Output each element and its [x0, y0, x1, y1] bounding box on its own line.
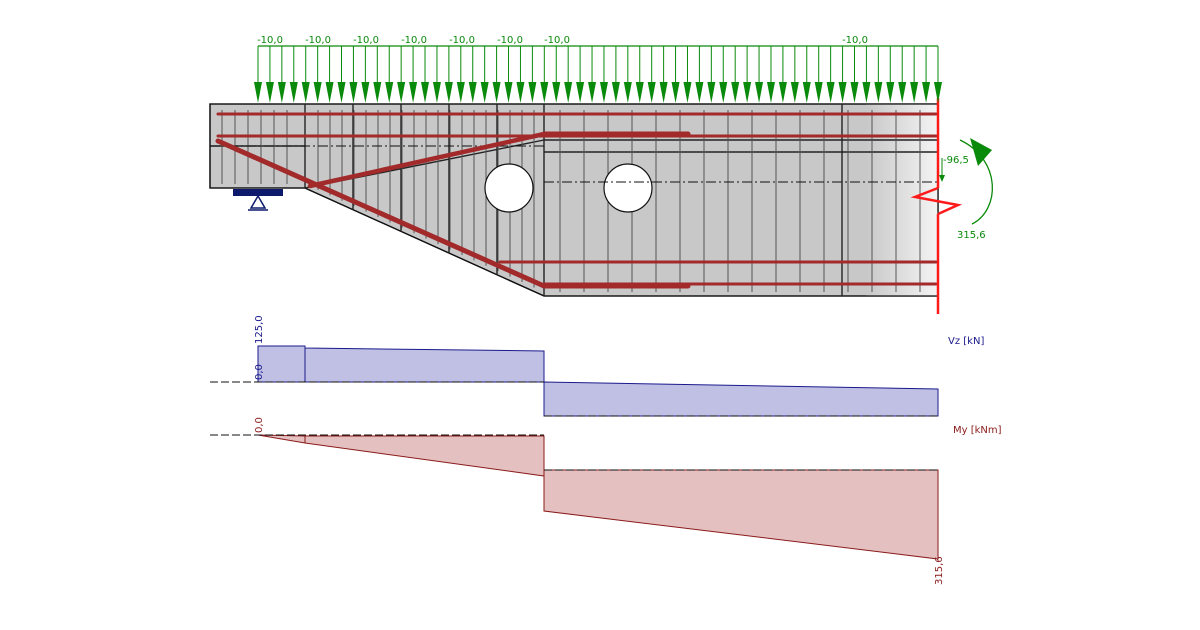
shear-max-label: 125,0 — [254, 315, 265, 344]
beam-opening-left — [484, 163, 534, 213]
end-shear-value: -96,5 — [943, 155, 969, 166]
load-arrow-head-icon — [313, 82, 322, 103]
beam-elevation — [209, 98, 963, 314]
end-moment-value: 315,6 — [957, 230, 986, 241]
load-arrow-head-icon — [838, 82, 847, 103]
reinforcement — [215, 112, 938, 289]
moment-fill-left — [257, 434, 545, 477]
shear-unit-label: Vz [kN] — [948, 336, 984, 347]
shear-fill-right — [543, 381, 939, 417]
load-arrow-head-icon — [743, 82, 752, 103]
load-arrow-head-icon — [766, 82, 775, 103]
load-label: -10,0 — [449, 35, 475, 46]
section-cut-icon — [910, 98, 963, 314]
load-arrow-head-icon — [683, 82, 692, 103]
load-arrow-head-icon — [468, 82, 477, 103]
end-forces: -96,5 315,6 — [939, 138, 993, 241]
load-arrow-head-icon — [623, 82, 632, 103]
load-arrow-head-icon — [397, 82, 406, 103]
load-arrow-head-icon — [385, 82, 394, 103]
load-arrow-head-icon — [707, 82, 716, 103]
moment-unit-label: My [kNm] — [953, 425, 1002, 436]
load-arrow-head-icon — [850, 82, 859, 103]
load-arrow-head-icon — [289, 82, 298, 103]
shear-zero-label: 0,0 — [254, 364, 265, 380]
load-arrow-head-icon — [934, 82, 942, 103]
load-arrow-head-icon — [802, 82, 811, 103]
distributed-load: -10,0 -10,0 -10,0 -10,0 -10,0 -10,0 -10,… — [254, 35, 942, 103]
load-arrow-head-icon — [456, 82, 465, 103]
load-arrow-head-icon — [671, 82, 680, 103]
load-arrow-head-icon — [432, 82, 441, 103]
load-arrow-head-icon — [361, 82, 370, 103]
load-arrow-head-icon — [421, 82, 430, 103]
moment-arrow-icon — [959, 139, 993, 225]
load-arrow-head-icon — [814, 82, 823, 103]
load-arrow-head-icon — [790, 82, 799, 103]
load-arrow-head-icon — [373, 82, 382, 103]
load-arrow-head-icon — [659, 82, 668, 103]
load-label: -10,0 — [353, 35, 379, 46]
load-arrow-head-icon — [301, 82, 310, 103]
load-label: -10,0 — [544, 35, 570, 46]
load-arrow-head-icon — [540, 82, 549, 103]
load-arrow-head-icon — [588, 82, 597, 103]
centre-lines — [210, 145, 938, 183]
load-arrow-head-icon — [409, 82, 418, 103]
load-arrow-head-icon — [277, 82, 286, 103]
load-label: -10,0 — [497, 35, 523, 46]
load-arrow-head-icon — [647, 82, 656, 103]
load-arrow-head-icon — [552, 82, 561, 103]
load-arrow-head-icon — [254, 82, 262, 103]
load-arrow-head-icon — [516, 82, 525, 103]
load-arrow-head-icon — [576, 82, 585, 103]
shear-diagram: 125,0 0,0 Vz [kN] — [210, 315, 984, 417]
load-arrow-head-icon — [528, 82, 537, 103]
load-label: -10,0 — [305, 35, 331, 46]
load-arrow-head-icon — [695, 82, 704, 103]
beam-opening-right — [603, 163, 653, 213]
pinned-support-icon — [233, 189, 283, 211]
load-arrow-head-icon — [826, 82, 835, 103]
load-arrow-head-icon — [480, 82, 489, 103]
load-arrow-head-icon — [719, 82, 728, 103]
load-arrow-head-icon — [599, 82, 608, 103]
load-arrow-head-icon — [910, 82, 919, 103]
load-arrow-head-icon — [886, 82, 895, 103]
moment-zero-label: 0,0 — [254, 417, 265, 433]
load-arrow-head-icon — [325, 82, 334, 103]
load-label: -10,0 — [401, 35, 427, 46]
shear-fill-left — [257, 345, 545, 383]
load-arrow-head-icon — [635, 82, 644, 103]
load-arrow-head-icon — [611, 82, 620, 103]
load-label: -10,0 — [257, 35, 283, 46]
load-arrow-head-icon — [755, 82, 764, 103]
moment-end-label: 315,6 — [934, 556, 945, 585]
load-arrow-head-icon — [265, 82, 274, 103]
load-label: -10,0 — [842, 35, 868, 46]
load-arrow-head-icon — [444, 82, 453, 103]
load-arrow-head-icon — [731, 82, 740, 103]
moment-fill-right — [543, 469, 939, 560]
load-arrow-head-icon — [504, 82, 513, 103]
load-arrow-head-icon — [862, 82, 871, 103]
load-arrows — [254, 46, 942, 103]
load-arrow-head-icon — [492, 82, 501, 103]
load-arrow-head-icon — [778, 82, 787, 103]
load-arrow-head-icon — [337, 82, 346, 103]
load-arrow-head-icon — [922, 82, 931, 103]
load-arrow-head-icon — [564, 82, 573, 103]
load-arrow-head-icon — [349, 82, 358, 103]
load-arrow-head-icon — [898, 82, 907, 103]
load-arrow-head-icon — [874, 82, 883, 103]
load-labels: -10,0 -10,0 -10,0 -10,0 -10,0 -10,0 -10,… — [257, 35, 868, 46]
moment-diagram: 0,0 315,6 My [kNm] — [210, 417, 1002, 585]
